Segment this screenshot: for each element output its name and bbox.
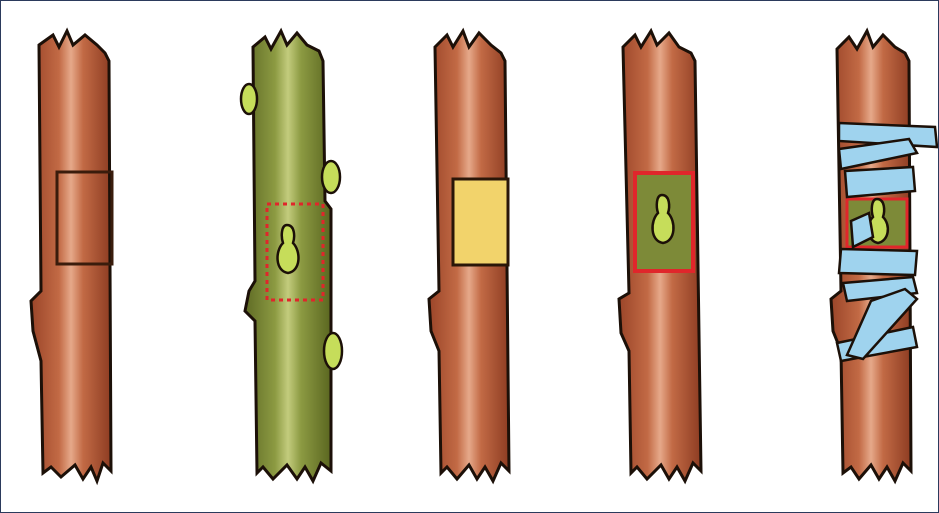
step-2-scion-with-bud bbox=[241, 31, 342, 481]
step-4-patch-inserted bbox=[619, 31, 701, 481]
side-bud-lower-right bbox=[324, 333, 342, 369]
tape-band-4 bbox=[839, 249, 917, 275]
side-bud-upper-left bbox=[241, 84, 257, 114]
tape-band-3 bbox=[845, 167, 915, 197]
exposed-wood-square bbox=[453, 179, 508, 265]
step-5-wrapped bbox=[831, 31, 937, 481]
step-3-stock-opened bbox=[429, 31, 509, 481]
step-1-stock-with-cut-outline bbox=[31, 31, 112, 481]
side-bud-upper-right bbox=[322, 161, 340, 193]
brown-stem-1 bbox=[31, 31, 111, 481]
